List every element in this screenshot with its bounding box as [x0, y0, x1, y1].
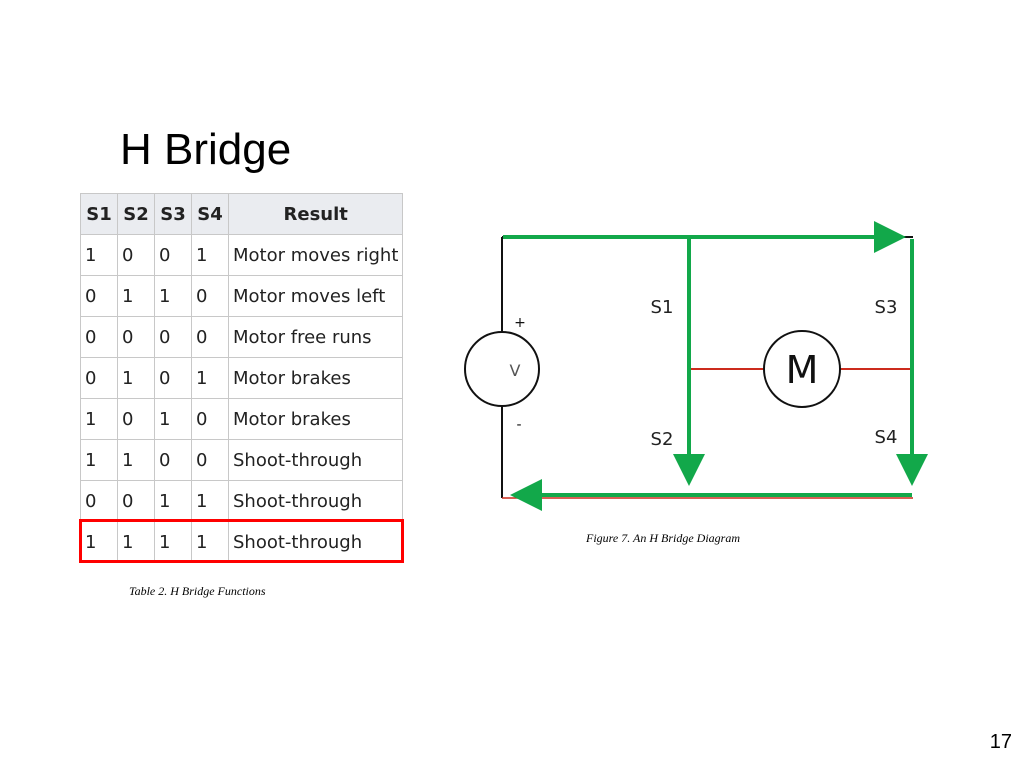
figure-caption: Figure 7. An H Bridge Diagram	[586, 531, 740, 545]
table-cell-result: Shoot-through	[227, 521, 404, 563]
table-cell: 1	[154, 521, 192, 563]
switch-label-s3: S3	[875, 297, 898, 318]
motor-label: M	[786, 348, 819, 392]
truth-table: S1 S2 S3 S4 Result 1 0 0 1 Motor moves r…	[80, 193, 404, 563]
table-cell: 1	[80, 234, 118, 276]
table-header-cell: S1	[80, 193, 118, 235]
table-header-cell: S2	[117, 193, 155, 235]
table-cell-result: Motor moves right	[227, 234, 404, 276]
table-cell: 1	[80, 439, 118, 481]
table-row: 0 0 1 1 Shoot-through	[80, 480, 404, 522]
table-row: 1 0 1 0 Motor brakes	[80, 398, 404, 440]
table-row: 0 1 1 0 Motor moves left	[80, 275, 404, 317]
table-cell-result: Motor moves left	[227, 275, 404, 317]
table-cell: 1	[154, 398, 192, 440]
table-cell: 1	[154, 275, 192, 317]
table-row: 0 1 0 1 Motor brakes	[80, 357, 404, 399]
table-row-highlighted: 1 1 1 1 Shoot-through	[80, 521, 404, 563]
table-header-cell: Result	[227, 193, 404, 235]
minus-label: -	[516, 417, 521, 433]
table-cell: 1	[117, 275, 155, 317]
motor-icon	[763, 330, 841, 408]
table-cell-result: Motor free runs	[227, 316, 404, 358]
table-cell: 1	[191, 480, 229, 522]
highlight-box	[79, 519, 404, 563]
slide-title: H Bridge	[120, 125, 292, 174]
table-cell: 0	[154, 316, 192, 358]
page-number: 17	[989, 731, 1012, 753]
table-cell: 1	[117, 357, 155, 399]
table-row: 1 1 0 0 Shoot-through	[80, 439, 404, 481]
voltage-source-icon	[464, 331, 540, 407]
table-cell: 0	[154, 234, 192, 276]
table-header-row: S1 S2 S3 S4 Result	[80, 193, 404, 235]
table-row: 1 0 0 1 Motor moves right	[80, 234, 404, 276]
table-cell: 0	[117, 234, 155, 276]
table-caption: Table 2. H Bridge Functions	[129, 584, 266, 598]
table-cell: 1	[80, 521, 118, 563]
table-cell: 1	[191, 521, 229, 563]
source-label: V	[510, 361, 521, 380]
switch-label-s4: S4	[875, 427, 898, 448]
plus-label: +	[514, 315, 526, 331]
table-cell: 1	[154, 480, 192, 522]
table-header-cell: S4	[191, 193, 229, 235]
table-cell: 0	[117, 480, 155, 522]
table-cell: 1	[191, 234, 229, 276]
table-cell: 0	[154, 439, 192, 481]
table-cell-result: Motor brakes	[227, 398, 404, 440]
table-cell: 1	[191, 357, 229, 399]
switch-label-s2: S2	[651, 429, 674, 450]
switch-label-s1: S1	[651, 297, 674, 318]
table-cell: 0	[117, 398, 155, 440]
table-row: 0 0 0 0 Motor free runs	[80, 316, 404, 358]
table-cell-result: Motor brakes	[227, 357, 404, 399]
